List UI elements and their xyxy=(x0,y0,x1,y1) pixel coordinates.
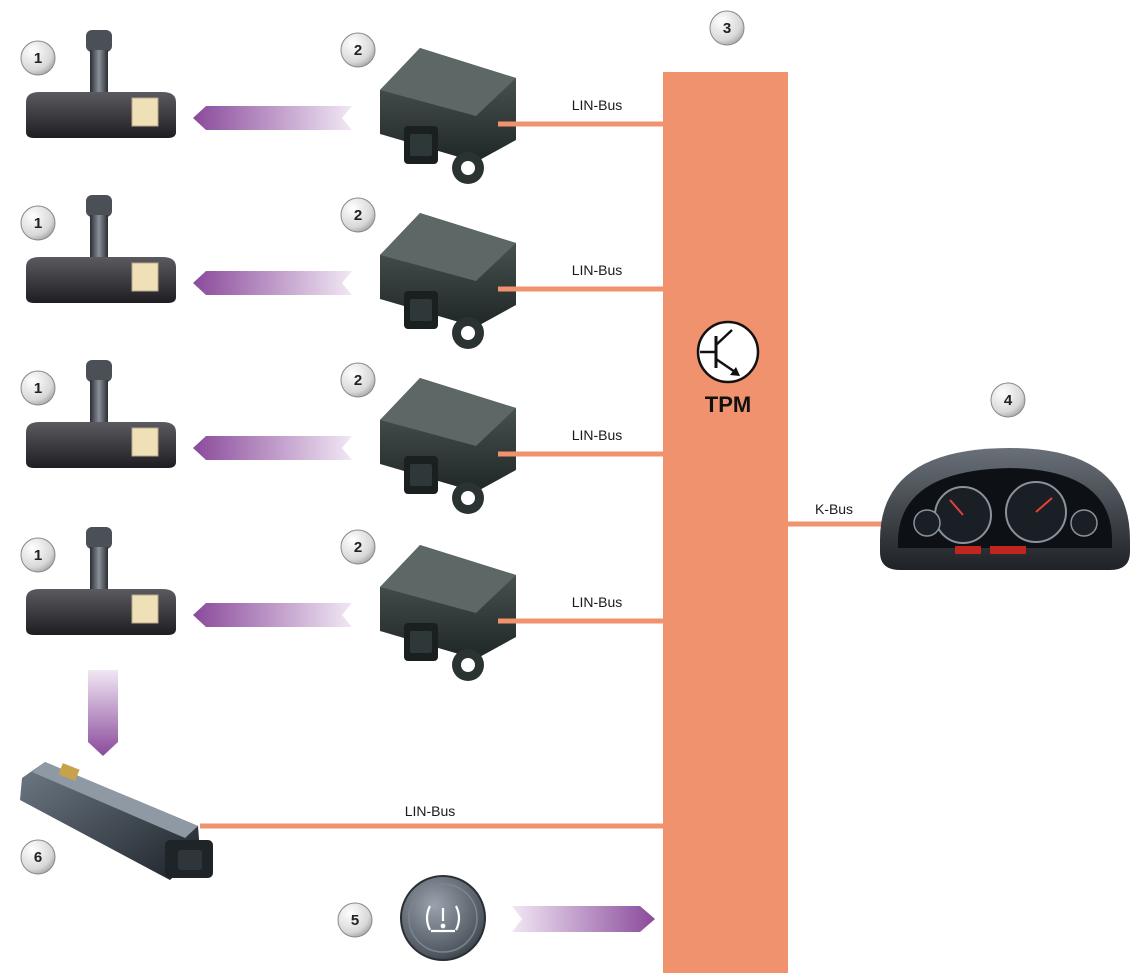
badge-reset-button: 5 xyxy=(338,903,372,937)
k-bus-label: K-Bus xyxy=(815,501,853,517)
badge-receiver-module: 2 xyxy=(341,33,375,67)
arrow-module-to-sensor xyxy=(193,106,352,130)
svg-text:2: 2 xyxy=(354,539,362,556)
lin-bus-label: LIN-Bus xyxy=(572,97,623,113)
arrow-reset-to-tpm xyxy=(512,906,655,932)
svg-text:1: 1 xyxy=(34,50,42,67)
svg-text:1: 1 xyxy=(34,215,42,232)
badge-receiver-module: 2 xyxy=(341,198,375,232)
tpm-control-unit xyxy=(663,72,788,973)
receiver-module xyxy=(380,48,516,184)
receiver-module xyxy=(380,378,516,514)
antenna-lin-bus-label: LIN-Bus xyxy=(405,803,456,819)
badge-wheel-sensor: 1 xyxy=(21,371,55,405)
svg-text:3: 3 xyxy=(723,20,731,37)
svg-text:6: 6 xyxy=(34,849,42,866)
svg-text:4: 4 xyxy=(1004,392,1013,409)
svg-text:2: 2 xyxy=(354,207,362,224)
svg-text:2: 2 xyxy=(354,42,362,59)
arrow-module-to-sensor xyxy=(193,436,352,460)
badge-receiver-module: 2 xyxy=(341,530,375,564)
arrow-module-to-sensor xyxy=(193,271,352,295)
svg-text:1: 1 xyxy=(34,380,42,397)
svg-text:5: 5 xyxy=(351,912,359,929)
arrow-down xyxy=(88,670,118,756)
transistor-icon xyxy=(698,322,758,382)
receiver-module xyxy=(380,545,516,681)
badge-tpm: 3 xyxy=(710,11,744,45)
lin-bus-label: LIN-Bus xyxy=(572,594,623,610)
badge-antenna: 6 xyxy=(21,840,55,874)
badge-wheel-sensor: 1 xyxy=(21,206,55,240)
svg-text:1: 1 xyxy=(34,547,42,564)
lin-bus-label: LIN-Bus xyxy=(572,262,623,278)
badge-instrument-cluster: 4 xyxy=(991,383,1025,417)
arrow-module-to-sensor xyxy=(193,603,352,627)
tpm-label: TPM xyxy=(705,392,751,417)
receiver-module xyxy=(380,213,516,349)
badge-wheel-sensor: 1 xyxy=(21,41,55,75)
svg-text:2: 2 xyxy=(354,372,362,389)
lin-bus-label: LIN-Bus xyxy=(572,427,623,443)
instrument-cluster xyxy=(880,448,1130,570)
tire-pressure-reset-button xyxy=(401,876,485,960)
badge-wheel-sensor: 1 xyxy=(21,538,55,572)
badge-receiver-module: 2 xyxy=(341,363,375,397)
